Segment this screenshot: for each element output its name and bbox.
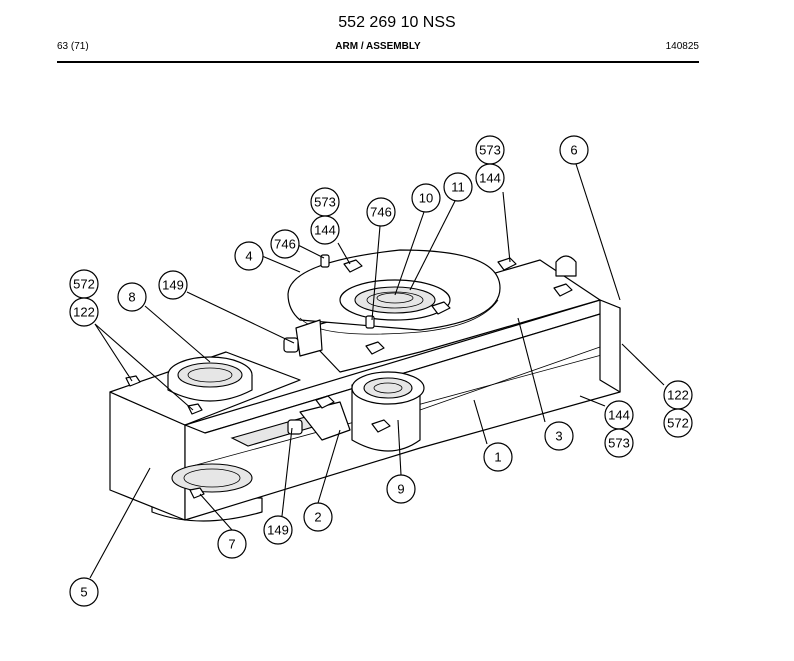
callout-label: 149 [162,278,184,293]
callout-10: 10 [411,183,441,213]
callout-5: 5 [69,577,99,607]
callout-144: 144 [604,400,634,430]
callout-572: 572 [69,269,99,299]
callout-3: 3 [544,421,574,451]
callout-label: 573 [479,143,501,158]
callout-label: 11 [451,180,465,195]
callout-label: 122 [667,388,689,403]
callout-label: 8 [128,290,135,305]
callout-2: 2 [303,502,333,532]
callout-label: 1 [494,450,501,465]
callout-label: 122 [73,305,95,320]
leader-lines [89,163,665,579]
callout-1: 1 [483,442,513,472]
callout-7: 7 [217,529,247,559]
callout-11: 11 [443,172,473,202]
callout-label: 3 [555,429,562,444]
callout-144: 144 [475,163,505,193]
callout-label: 10 [419,191,433,206]
callout-746: 746 [366,197,396,227]
callout-144: 144 [310,215,340,245]
callout-9: 9 [386,474,416,504]
callout-label: 144 [479,171,501,186]
callout-746: 746 [270,229,300,259]
callout-label: 4 [245,249,252,264]
callout-149: 149 [263,515,293,545]
callout-label: 572 [667,416,689,431]
arm-assembly-illustration [109,249,621,522]
callout-balloons: 573 144 573 144 746 746 10 11 6 4 149 8 … [69,135,693,607]
callout-149: 149 [158,270,188,300]
document-date: 140825 [665,41,699,52]
callout-label: 746 [370,205,392,220]
callout-label: 144 [608,408,630,423]
callout-8: 8 [117,282,147,312]
callout-label: 7 [228,537,235,552]
bolt-set [125,254,573,499]
header-rule [57,61,699,63]
page-reference: 63 (71) [57,41,89,52]
callout-label: 746 [274,237,296,252]
callout-label: 9 [397,482,404,497]
callout-label: 5 [80,585,87,600]
document-number: 552 269 10 NSS [338,14,456,31]
callout-label: 2 [314,510,321,525]
callout-label: 572 [73,277,95,292]
callout-label: 573 [608,436,630,451]
callout-label: 573 [314,195,336,210]
callout-573: 573 [604,428,634,458]
callout-4: 4 [234,241,264,271]
callout-label: 144 [314,223,336,238]
callout-572: 572 [663,408,693,438]
callout-122: 122 [663,380,693,410]
callout-573: 573 [310,187,340,217]
callout-label: 149 [267,523,289,538]
callout-label: 6 [570,143,577,158]
section-title: ARM / ASSEMBLY [335,41,421,52]
callout-122: 122 [69,297,99,327]
callout-6: 6 [559,135,589,165]
callout-573: 573 [475,135,505,165]
